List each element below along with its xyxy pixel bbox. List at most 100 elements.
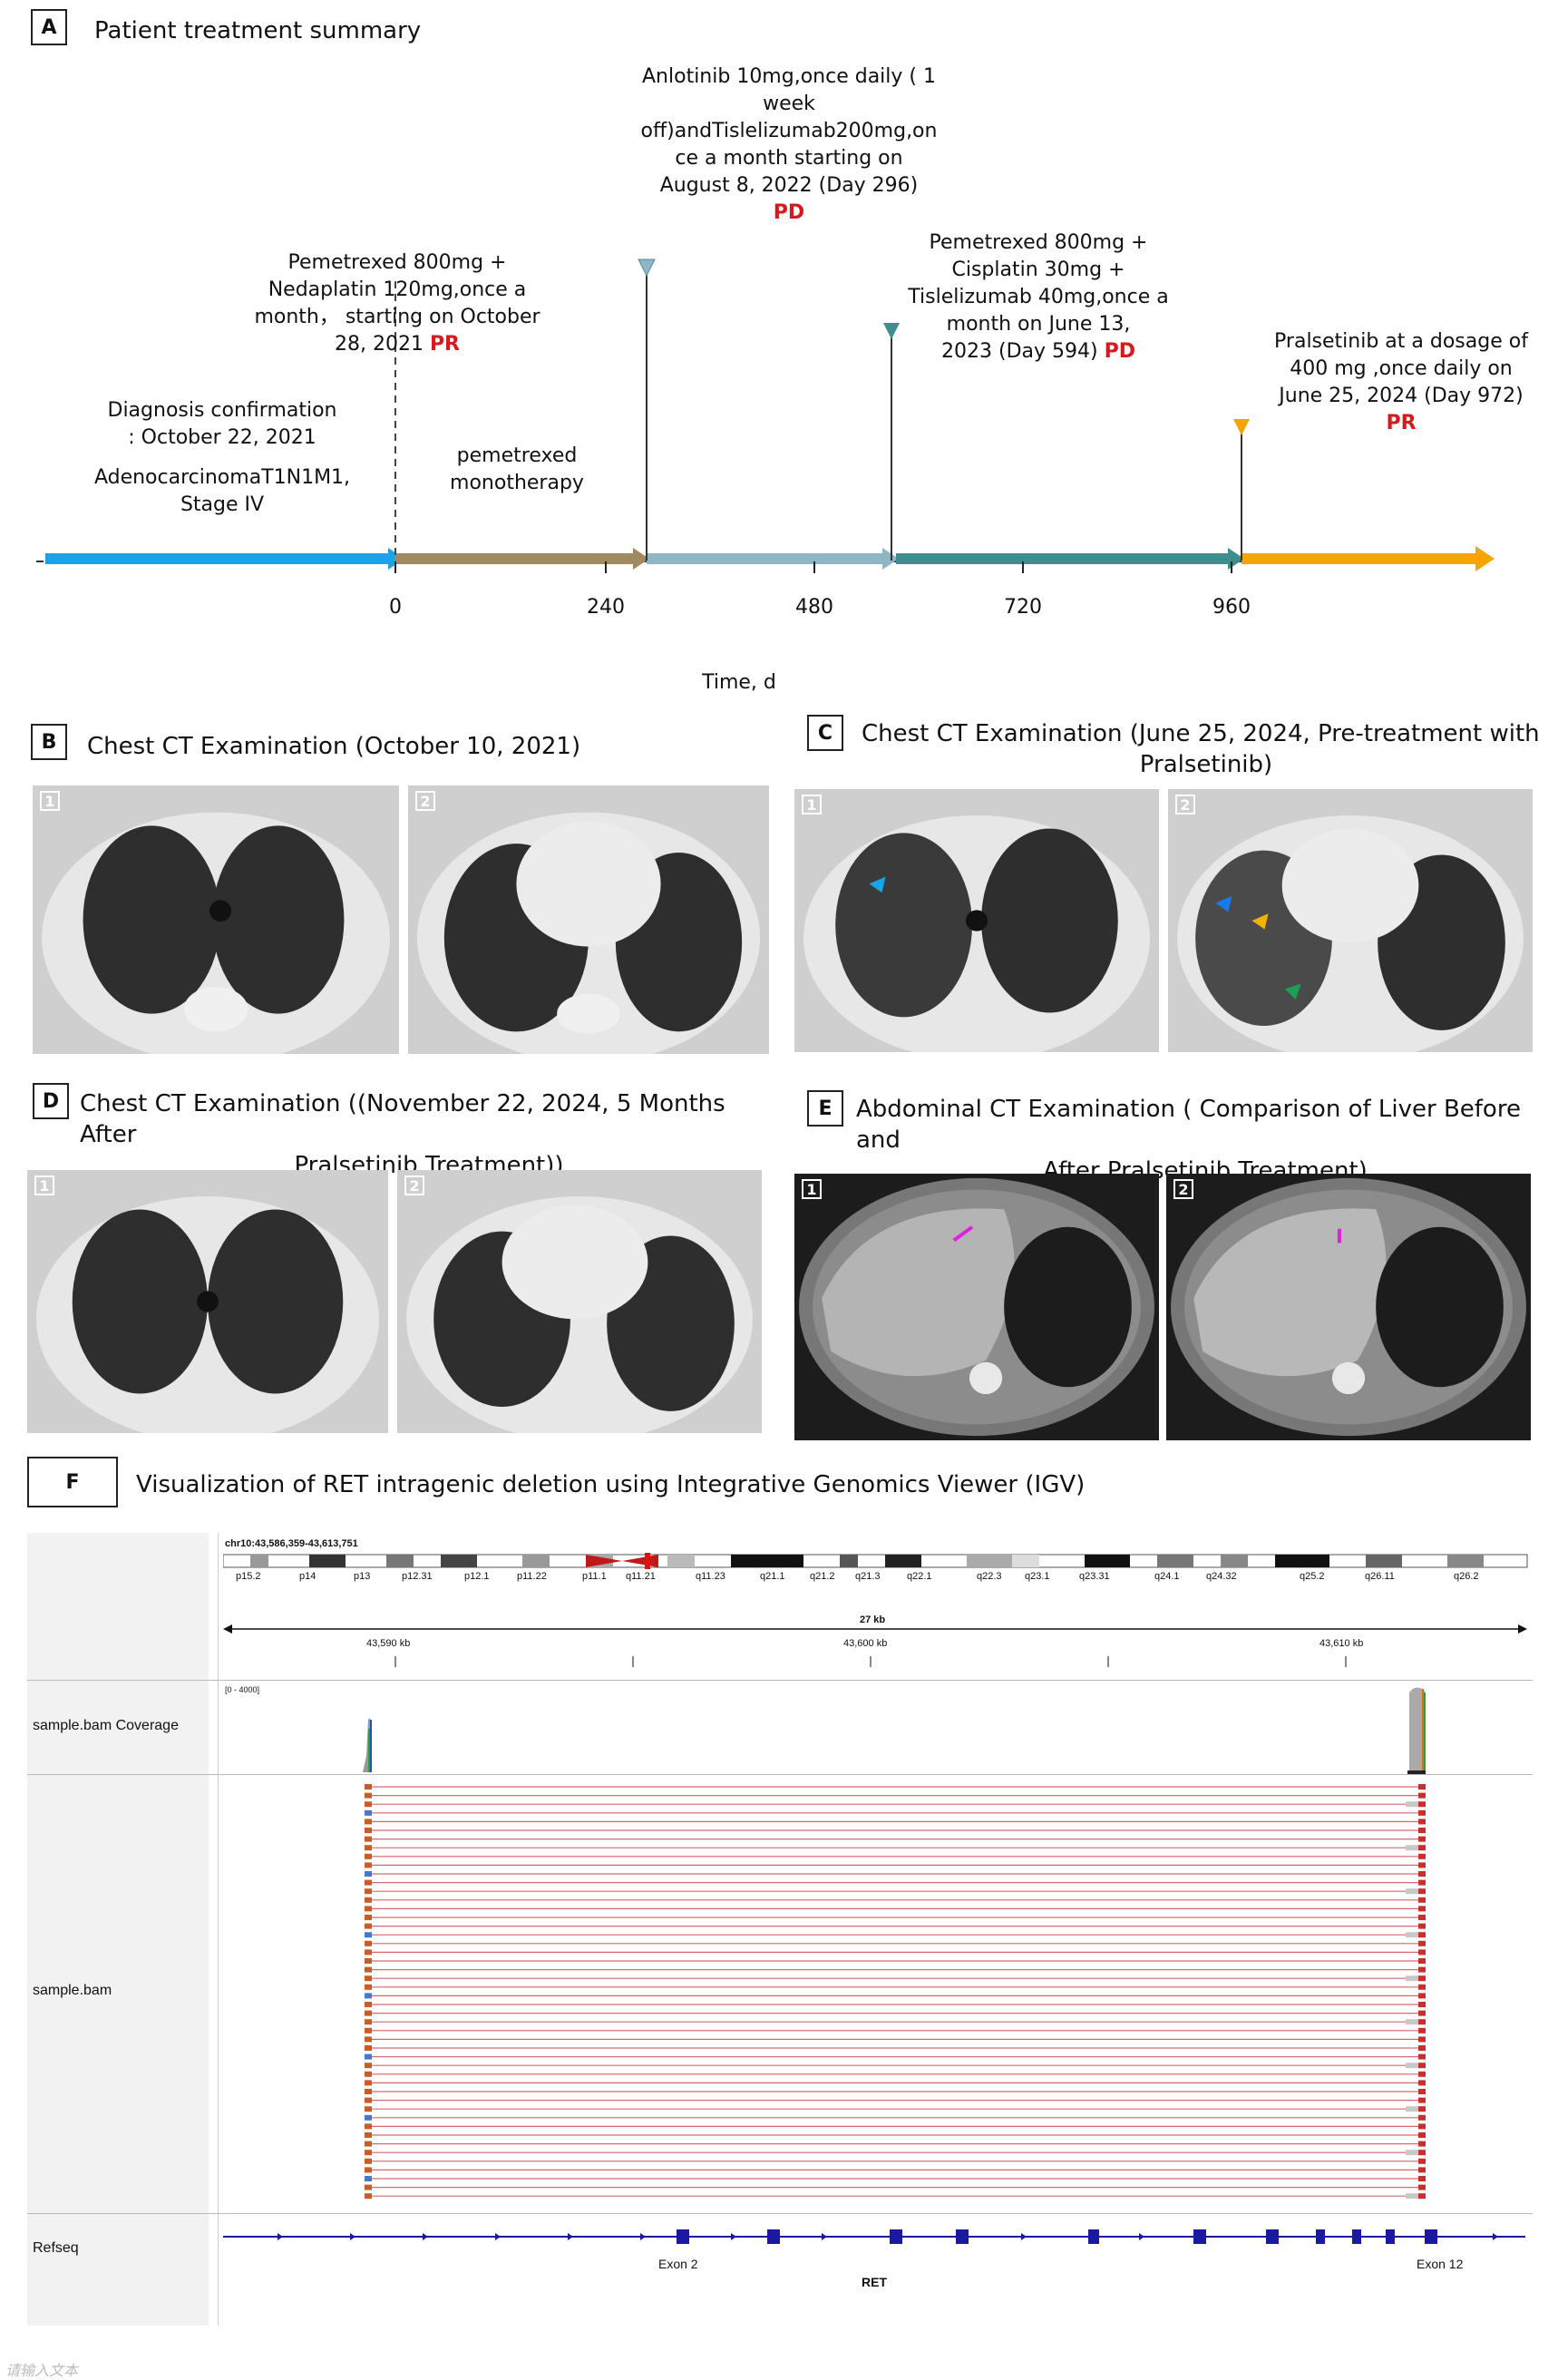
read-left-segment	[365, 2193, 372, 2200]
read-right-segment	[1418, 1845, 1426, 1851]
read-right-segment	[1418, 2036, 1426, 2043]
tick-480: 480	[795, 596, 833, 619]
read-left-segment	[365, 1819, 372, 1825]
igv-coverage-label: sample.bam Coverage	[33, 1718, 179, 1733]
band-q25-2: q25.2	[1300, 1571, 1325, 1582]
read-left-segment	[365, 1993, 372, 1999]
read-right-segment	[1418, 1784, 1426, 1790]
timeline-segment-diagnosis	[45, 553, 390, 564]
ct-image-b1: 1	[33, 785, 399, 1054]
read-left-segment	[365, 2019, 372, 2025]
read-right-segment	[1418, 1923, 1426, 1929]
read-right-segment	[1418, 2176, 1426, 2181]
igv-reads	[365, 1784, 1426, 2200]
read-left-segment	[365, 1879, 372, 1886]
image-number-c2: 2	[1175, 795, 1195, 814]
image-number-b1: 1	[40, 791, 60, 811]
read-left-segment	[365, 2123, 372, 2130]
read-left-segment	[365, 1784, 372, 1790]
timeline-segment-anlotinib	[647, 553, 884, 564]
read-gray-segment	[1406, 2063, 1418, 2069]
read-left-segment	[365, 1906, 372, 1912]
read-right-segment	[1418, 1836, 1426, 1842]
read-right-segment	[1418, 1879, 1426, 1886]
read-left-segment	[365, 1809, 372, 1816]
read-right-segment	[1418, 2053, 1426, 2060]
tick-240: 240	[587, 596, 625, 619]
read-left-segment	[365, 2063, 372, 2069]
read-left-segment	[365, 1984, 372, 1990]
read-right-segment	[1418, 2080, 1426, 2086]
timeline-segment-cisplatin	[896, 553, 1230, 564]
exon-12-label: Exon 12	[1417, 2257, 1464, 2271]
panel-c-title: Chest CT Examination (June 25, 2024, Pre…	[862, 720, 1540, 778]
read-left-segment	[365, 2053, 372, 2060]
igv-span: 27 kb	[860, 1614, 886, 1625]
read-gray-segment	[1406, 2150, 1418, 2156]
ct-image-d1: 1	[27, 1170, 388, 1433]
read-right-segment	[1418, 1958, 1426, 1964]
read-right-segment	[1418, 2071, 1426, 2077]
read-gray-segment	[1406, 1888, 1418, 1895]
read-left-segment	[365, 2089, 372, 2094]
read-gray-segment	[1406, 2106, 1418, 2112]
igv-pos-43590: 43,590 kb	[366, 1638, 411, 1649]
read-right-segment	[1418, 2089, 1426, 2094]
read-right-segment	[1418, 2123, 1426, 2130]
read-left-segment	[365, 1940, 372, 1946]
read-gray-segment	[1406, 1975, 1418, 1982]
read-left-segment	[365, 1801, 372, 1808]
image-number-c1: 1	[802, 795, 822, 814]
read-right-segment	[1418, 1915, 1426, 1920]
panel-d-letter: D	[33, 1083, 69, 1119]
annotation-pralsetinib: Pralsetinib at a dosage of 400 mg ,once …	[1261, 328, 1542, 437]
read-right-segment	[1418, 2141, 1426, 2147]
tick-960: 960	[1212, 596, 1251, 619]
band-q21-1: q21.1	[760, 1571, 785, 1582]
band-q22-1: q22.1	[907, 1571, 932, 1582]
read-left-segment	[365, 1923, 372, 1929]
igv-refseq-gene	[223, 2229, 1525, 2244]
read-left-segment	[365, 2036, 372, 2043]
band-q24-32: q24.32	[1206, 1571, 1237, 1582]
read-left-segment	[365, 1853, 372, 1859]
image-number-b2: 2	[415, 791, 435, 811]
read-right-segment	[1418, 2002, 1426, 2007]
read-left-segment	[365, 2176, 372, 2181]
band-q24-1: q24.1	[1154, 1571, 1180, 1582]
watermark-text: 请输入文本	[5, 2362, 79, 2379]
igv-pos-43600: 43,600 kb	[843, 1638, 888, 1649]
read-right-segment	[1418, 2150, 1426, 2156]
read-left-segment	[365, 2071, 372, 2077]
read-right-segment	[1418, 1801, 1426, 1808]
read-left-segment	[365, 2132, 372, 2138]
panel-e-letter: E	[807, 1090, 843, 1127]
response-pr-2: PR	[1386, 412, 1417, 434]
read-left-segment	[365, 2002, 372, 2007]
read-left-segment	[365, 2158, 372, 2164]
read-right-segment	[1418, 1819, 1426, 1825]
read-right-segment	[1418, 2019, 1426, 2025]
read-left-segment	[365, 1932, 372, 1938]
band-p11-1: p11.1	[582, 1571, 607, 1582]
igv-ruler	[223, 1624, 1527, 1667]
read-right-segment	[1418, 2167, 1426, 2173]
read-left-segment	[365, 2027, 372, 2034]
band-q21-3: q21.3	[855, 1571, 881, 1582]
ct-image-c1: 1	[794, 789, 1159, 1052]
read-left-segment	[365, 1966, 372, 1973]
read-left-segment	[365, 1828, 372, 1833]
read-left-segment	[365, 1792, 372, 1799]
read-right-segment	[1418, 2184, 1426, 2190]
read-right-segment	[1418, 2063, 1426, 2069]
read-right-segment	[1418, 1853, 1426, 1859]
ct-image-e2: 2	[1166, 1174, 1531, 1440]
read-right-segment	[1418, 1792, 1426, 1799]
band-q11-21: q11.21	[626, 1571, 656, 1582]
read-right-segment	[1418, 1906, 1426, 1912]
read-right-segment	[1418, 1975, 1426, 1982]
read-right-segment	[1418, 1871, 1426, 1877]
ct-image-e1: 1	[794, 1174, 1159, 1440]
band-p13: p13	[354, 1571, 371, 1582]
band-q26-2: q26.2	[1454, 1571, 1479, 1582]
